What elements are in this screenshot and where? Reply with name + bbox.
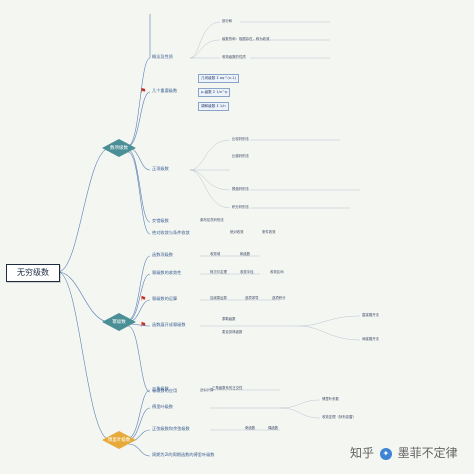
- author-avatar-icon: ✦: [379, 447, 392, 460]
- fourier-node-trig[interactable]: 三角级数: [152, 386, 169, 391]
- series-leaf-integral: 积分判别法: [232, 205, 249, 209]
- flag-icon: ⚑: [140, 295, 147, 303]
- series-node-concept[interactable]: 概念及性质: [152, 54, 173, 59]
- fourier-leaf-orthogonality: 三角函数系的正交性: [212, 386, 243, 390]
- branch-node-fourier[interactable]: [102, 431, 136, 449]
- power-leaf-interval: 收敛区间: [270, 270, 284, 274]
- flag-icon: ⚑: [140, 87, 147, 95]
- formula-geometric: 几何级数 Σ aq^(n-1): [198, 74, 240, 83]
- power-leaf-domain: 收敛域: [210, 252, 221, 256]
- power-node-convergence[interactable]: 幂级数的收敛性: [152, 270, 182, 275]
- power-leaf-diff: 逐项求导: [245, 296, 259, 300]
- power-leaf-radius: 收敛半径: [240, 270, 254, 274]
- flag-icon: ⚑: [140, 321, 147, 329]
- power-leaf-approx: 近似计算: [200, 388, 214, 392]
- series-leaf-sum: 级数的和：极限存在，称为收敛: [222, 37, 270, 41]
- power-leaf-arith: 加减乘运算: [210, 296, 227, 300]
- fourier-leaf-dirichlet: 收敛定理（狄利克雷）: [322, 415, 356, 419]
- power-leaf-taylor: 泰勒级数: [222, 317, 236, 321]
- root-label: 无穷级数: [17, 268, 49, 277]
- power-leaf-direct: 直接展开法: [362, 313, 379, 317]
- series-node-important[interactable]: 几个重要级数: [152, 88, 178, 93]
- branch-node-power[interactable]: [102, 313, 136, 331]
- fourier-node-sin-cos[interactable]: 正弦级数和余弦级数: [152, 426, 190, 431]
- power-leaf-integ: 逐项积分: [272, 296, 286, 300]
- power-node-application[interactable]: 幂级数的应用: [152, 388, 178, 393]
- power-node-operations[interactable]: 幂级数的运算: [152, 296, 178, 301]
- formula-p-series: p-级数 Σ 1/n^p: [198, 88, 231, 97]
- power-leaf-indirect: 间接展开法: [362, 337, 379, 341]
- fourier-leaf-even: 偶函数: [268, 426, 279, 430]
- branch-label-fourier: 傅里叶级数: [107, 438, 131, 443]
- power-node-function-series[interactable]: 函数项级数: [152, 252, 173, 257]
- branch-label-power: 幂级数: [112, 320, 126, 325]
- branch-node-series[interactable]: [102, 139, 136, 157]
- branch-label-series: 数项级数: [110, 146, 128, 151]
- fourier-node-fourier[interactable]: 傅里叶级数: [152, 404, 173, 409]
- power-node-expansion[interactable]: 函数展开成幂级数: [152, 322, 186, 327]
- fourier-leaf-odd: 奇函数: [245, 426, 256, 430]
- series-leaf-ratio: 比值判别法: [232, 154, 249, 158]
- series-node-alternating[interactable]: 交错级数: [152, 218, 169, 223]
- series-node-positive[interactable]: 正项级数: [152, 166, 169, 171]
- series-leaf-partial-sum: 部分和: [222, 19, 233, 23]
- series-leaf-cond: 条件收敛: [262, 230, 276, 234]
- zhihu-logo: 知乎: [350, 446, 375, 460]
- series-leaf-comparison: 比较判别法: [232, 137, 249, 141]
- series-leaf-leibniz: 莱布尼茨判别法: [200, 218, 224, 222]
- power-leaf-maclaurin: 麦克劳林级数: [222, 330, 243, 334]
- series-leaf-properties: 收敛级数的性质: [222, 55, 246, 59]
- power-leaf-sum-func: 和函数: [240, 252, 251, 256]
- mindmap-root[interactable]: 无穷级数: [6, 264, 60, 282]
- formula-harmonic: 调和级数 Σ 1/n: [198, 102, 229, 111]
- fourier-leaf-coeffs: 傅里叶系数: [322, 397, 339, 401]
- power-leaf-abel: 阿贝尔定理: [210, 270, 227, 274]
- series-leaf-root: 根值判别法: [232, 187, 249, 191]
- series-leaf-abs: 绝对收敛: [230, 230, 244, 234]
- fourier-node-period-2l[interactable]: 周期为2l的周期函数的傅里叶级数: [152, 452, 215, 457]
- series-node-absolute[interactable]: 绝对收敛与条件收敛: [152, 230, 190, 235]
- watermark: 知乎 ✦ 墨菲不定律: [350, 444, 458, 461]
- watermark-author: 墨菲不定律: [397, 446, 458, 460]
